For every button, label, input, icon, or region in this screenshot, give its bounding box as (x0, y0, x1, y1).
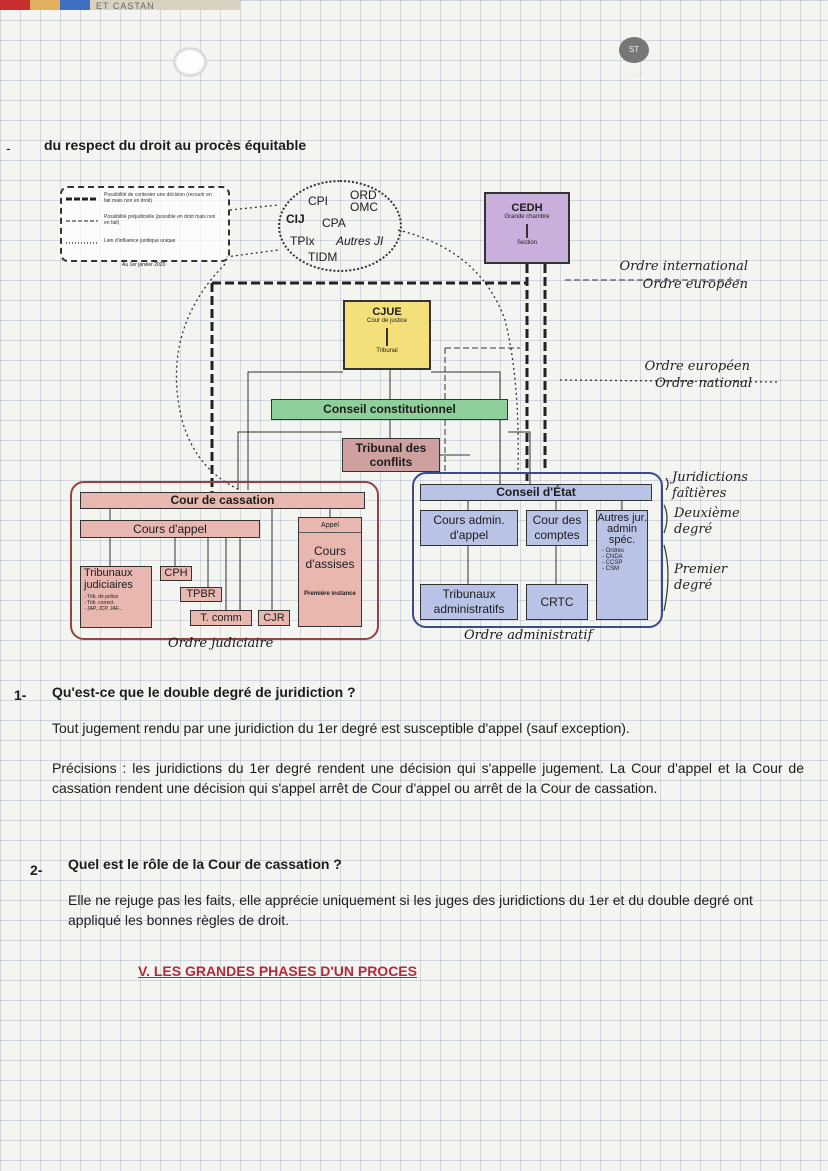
answer-1-para-1: Tout jugement rendu par une juridiction … (52, 720, 630, 736)
international-courts-cloud: CPI ORD OMC CIJ CPA TPIx Autres JI TIDM (278, 180, 402, 272)
conseil-etat-box: Conseil d'État (420, 484, 652, 501)
cour-de-cassation-box: Cour de cassation (80, 492, 365, 509)
notebook-top-strip (0, 0, 240, 10)
stamp-badge: ST FRAI (619, 37, 649, 80)
ordre-administratif-frame (412, 472, 663, 628)
autres-juridictions-box: Autres jur. admin spéc. - Ordres - CNDA … (596, 510, 648, 620)
cloud-item-ord: ORD (350, 188, 377, 202)
cedh-divider (526, 224, 528, 238)
cloud-item-cij: CIJ (286, 212, 305, 226)
question-1-number: 1- (14, 687, 27, 703)
assises-appel: Appel (321, 522, 339, 529)
cloud-item-cpi: CPI (308, 194, 329, 208)
legend-row-3: Lien d'influence juridique unique (104, 238, 176, 244)
cloud-item-autres-ji: Autres JI (336, 234, 384, 248)
tribunal-commerce-box: T. comm (190, 610, 252, 626)
assises-label: Cours d'assises (305, 544, 355, 571)
cedh-section: Section (516, 240, 537, 246)
label-ordre-europeen-2: Ordre européen (644, 359, 750, 374)
autres-csm: - CSM (602, 566, 619, 572)
question-1: Qu'est-ce que le double degré de juridic… (52, 684, 356, 700)
autres-cnda: - CNDA (602, 554, 623, 560)
label-ordre-national: Ordre national (655, 376, 752, 391)
tpbr-box: TPBR (180, 587, 222, 602)
cjue-divider (386, 328, 388, 346)
cedh-box: CEDH Grande chambre Section (484, 192, 570, 264)
answer-2: Elle ne rejuge pas les faits, elle appré… (68, 892, 753, 928)
cours-assises-box: Appel Cours d'assises Première instance (298, 517, 362, 627)
cloud-item-tpix: TPIx (290, 234, 315, 248)
legend-box: Possibilité de contester une décision (r… (60, 186, 230, 262)
autres-ccsp: - CCSP (602, 560, 623, 566)
cjue-tribunal: Tribunal (376, 348, 398, 354)
cjue-cour-de-justice: Cour de justice (366, 318, 408, 324)
ordre-administratif-label: Ordre administratif (464, 628, 593, 643)
label-premier-degre: Premier degré (674, 562, 728, 593)
section-title: V. LES GRANDES PHASES D'UN PROCES (138, 963, 417, 979)
autres-ordres: - Ordres (602, 548, 625, 554)
cours-admin-appel-box: Cours admin. d'appel (420, 510, 518, 546)
cedh-title: CEDH (511, 202, 543, 214)
autres-label: Autres jur. admin spéc. (597, 512, 647, 546)
tribunaux-judiciaires-label: Tribunaux judiciaires (84, 567, 133, 591)
tribunaux-administratifs-box: Tribunaux administratifs (420, 584, 518, 620)
legend-date: Au 1er janvier 2020 (122, 262, 166, 268)
ordre-judiciaire-frame (70, 481, 379, 640)
tribunaux-judiciaires-box: Tribunaux judiciaires - Trib. de police … (80, 566, 152, 628)
ordre-judiciaire-label: Ordre judiciaire (168, 636, 274, 651)
trib-police: - Trib. de police (84, 594, 119, 600)
legend-dotted-line (66, 242, 98, 244)
question-2: Quel est le rôle de la Cour de cassation… (68, 856, 342, 872)
diagram-connectors (109, 204, 781, 612)
cedh-grande-chambre: Grande chambre (504, 214, 550, 220)
legend-row-1: Possibilité de contester une décision (r… (104, 192, 212, 204)
crtc-box: CRTC (526, 584, 588, 620)
cloud-item-cpa: CPA (322, 216, 346, 230)
bullet-dash: - (6, 140, 11, 156)
trib-jap-jcp-jaf: - JAP, JCP, JAF... (84, 606, 123, 612)
legend-thin-dash-line (66, 220, 98, 222)
tribunal-des-conflits-box: Tribunal des conflits (342, 438, 440, 472)
conseil-constitutionnel-box: Conseil constitutionnel (271, 399, 508, 420)
trib-correct: - Trib. correct. (84, 600, 115, 606)
question-2-number: 2- (30, 862, 43, 878)
top-name: ET CASTAN (96, 1, 155, 11)
cloud-item-omc: OMC (350, 200, 378, 214)
legend-thick-dash-line (66, 197, 98, 201)
page-heading: du respect du droit au procès équitable (44, 137, 307, 153)
cph-box: CPH (160, 566, 192, 581)
cours-appel-box: Cours d'appel (80, 520, 260, 538)
label-ordre-international: Ordre international (619, 259, 748, 274)
legend-row-2: Possibilité préjudicielle (possible en d… (104, 214, 216, 226)
cjue-title: CJUE (372, 306, 402, 318)
assises-premiere-instance: Première instance (304, 591, 356, 597)
label-deuxieme-degre: Deuxième degré (674, 506, 740, 537)
cjr-box: CJR (258, 610, 290, 626)
punch-hole (174, 48, 206, 76)
assises-divider (299, 532, 361, 533)
cour-des-comptes-box: Cour des comptes (526, 510, 588, 546)
cjue-box: CJUE Cour de justice Tribunal (343, 300, 431, 370)
label-juridictions-faitieres: Juridictions faîtières (672, 470, 748, 501)
cloud-item-tidm: TIDM (308, 250, 338, 264)
label-ordre-europeen-1: Ordre européen (642, 277, 748, 292)
answer-1-para-2: Précisions : les juridictions du 1er deg… (52, 760, 804, 796)
